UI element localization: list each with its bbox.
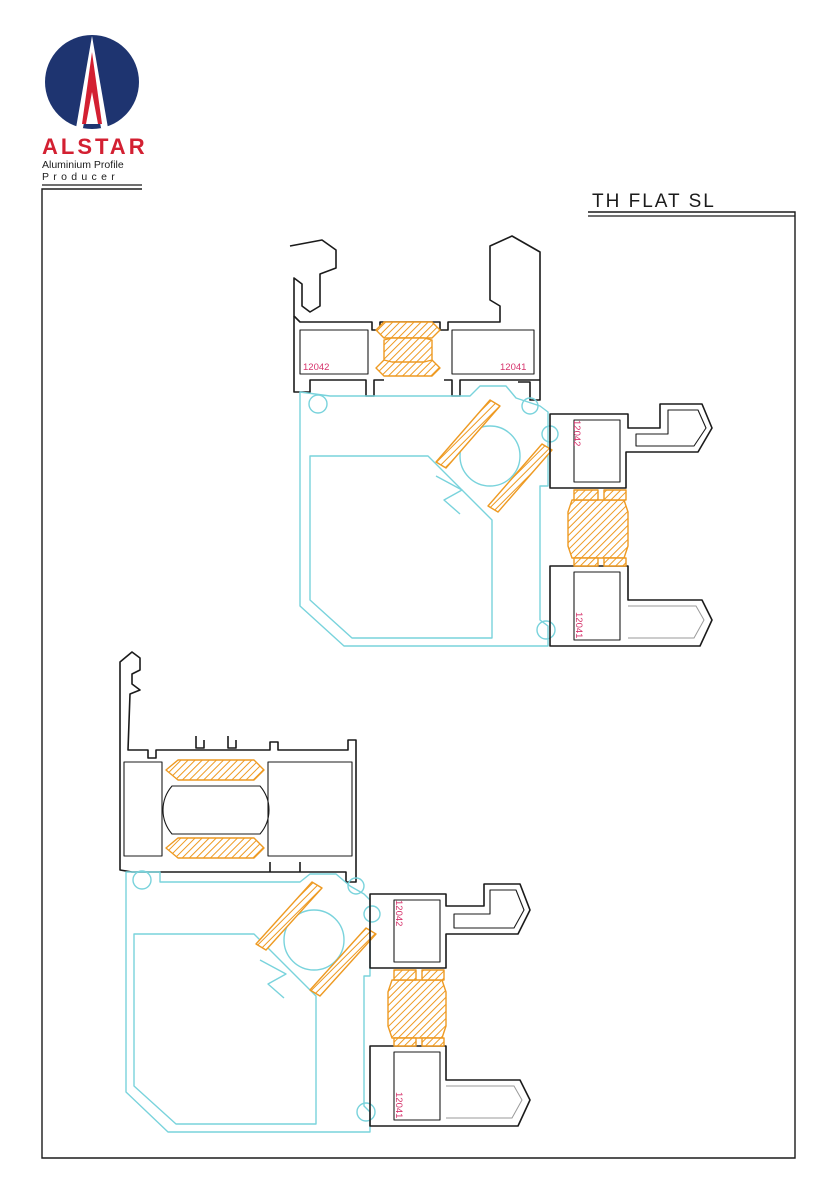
upper-right-thermal-cap-bottom2 — [603, 557, 627, 567]
upper-right-thermal-break — [567, 499, 629, 559]
logo-line1-text: Aluminium Profile — [42, 159, 124, 171]
lower-sash-corner-key — [259, 959, 287, 999]
logo-a-mark-icon — [76, 36, 108, 128]
lower-diagonal-thermal-2 — [309, 927, 377, 997]
upper-right-profile — [549, 403, 713, 489]
lower-right-thermal-cap-top2 — [421, 969, 445, 981]
code-label-12041-right: 12041 — [573, 612, 584, 638]
border-left-segment — [41, 188, 796, 1159]
upper-sash-round-chamber — [459, 425, 521, 487]
upper-thermal-break-top — [375, 321, 441, 339]
upper-sash-screw-port-3 — [521, 397, 539, 415]
logo-red-triangle-icon — [82, 52, 102, 124]
lower-section-detail: 12042 12041 — [119, 651, 531, 1133]
lower-diagonal-thermal-1 — [255, 881, 323, 951]
upper-thermal-break-core — [383, 337, 433, 363]
logo-line2-text: Producer — [42, 171, 119, 183]
upper-sash-profile — [299, 385, 549, 647]
logo-brand-text: ALSTAR — [42, 134, 148, 159]
lower-right-profile-lower — [369, 1045, 531, 1127]
code-label-12042-upper: 12042 — [303, 362, 329, 373]
code-label-12042-right: 12042 — [571, 420, 582, 446]
upper-right-profile-lower-chamber — [573, 571, 621, 641]
lower-frame-profile — [119, 651, 357, 883]
code-label-12041-lower: 12041 — [393, 1092, 404, 1118]
upper-sash-screw-port-1 — [308, 394, 328, 414]
upper-right-hook-lower — [628, 605, 705, 639]
upper-right-thermal-cap-bottom — [573, 557, 599, 567]
lower-right-thermal-break — [387, 979, 447, 1039]
lower-right-profile-chamber — [393, 899, 441, 963]
lower-sash-inner — [133, 933, 317, 1125]
upper-right-profile-lower — [549, 565, 713, 647]
lower-sash-screw-port-3 — [347, 877, 365, 895]
lower-sash-profile — [125, 871, 371, 1133]
upper-sash-screw-port-2 — [536, 620, 556, 640]
upper-section-detail: 12042 12041 12042 12041 — [289, 235, 713, 647]
lower-thermal-break-bottom — [165, 837, 265, 859]
code-label-12042-lower: 12042 — [393, 900, 404, 926]
code-label-12041-upper: 12041 — [500, 362, 526, 373]
lower-sash-round-chamber — [283, 909, 345, 971]
upper-diagonal-thermal-2 — [487, 443, 553, 513]
upper-right-thermal-cap-top2 — [603, 489, 627, 501]
lower-sash-screw-port-2 — [356, 1102, 376, 1122]
lower-right-hook-lower — [446, 1085, 523, 1119]
lower-frame-glazing-core — [162, 785, 270, 835]
lower-frame-clips — [195, 736, 301, 872]
upper-frame-inner-left — [299, 329, 369, 375]
lower-right-hook — [453, 889, 525, 929]
lower-sash-screw-port-1 — [132, 870, 152, 890]
lower-frame-left-chamber — [123, 761, 163, 857]
upper-sash-corner-key — [435, 475, 463, 515]
upper-right-hook — [635, 409, 707, 447]
alstar-logo: ALSTAR Aluminium Profile Producer — [42, 35, 148, 183]
upper-sash-inner — [309, 455, 493, 639]
lower-right-thermal-cap-bottom2 — [421, 1037, 445, 1047]
lower-frame-right-chamber — [267, 761, 353, 857]
lower-right-thermal-cap-top — [393, 969, 417, 981]
upper-right-profile-chamber — [573, 419, 621, 483]
lower-thermal-break-top — [165, 759, 265, 781]
upper-frame-inner-right — [451, 329, 535, 375]
lower-right-profile — [369, 883, 531, 969]
lower-right-thermal-cap-bottom — [393, 1037, 417, 1047]
drawing-border — [41, 184, 796, 1159]
logo-white-notch-icon — [86, 92, 98, 124]
drawing-title: TH FLAT SL — [592, 191, 716, 212]
upper-diagonal-thermal-1 — [435, 399, 501, 469]
lower-sash-screw-port-4 — [363, 905, 381, 923]
lower-right-profile-lower-chamber — [393, 1051, 441, 1121]
upper-right-thermal-cap-top — [573, 489, 599, 501]
